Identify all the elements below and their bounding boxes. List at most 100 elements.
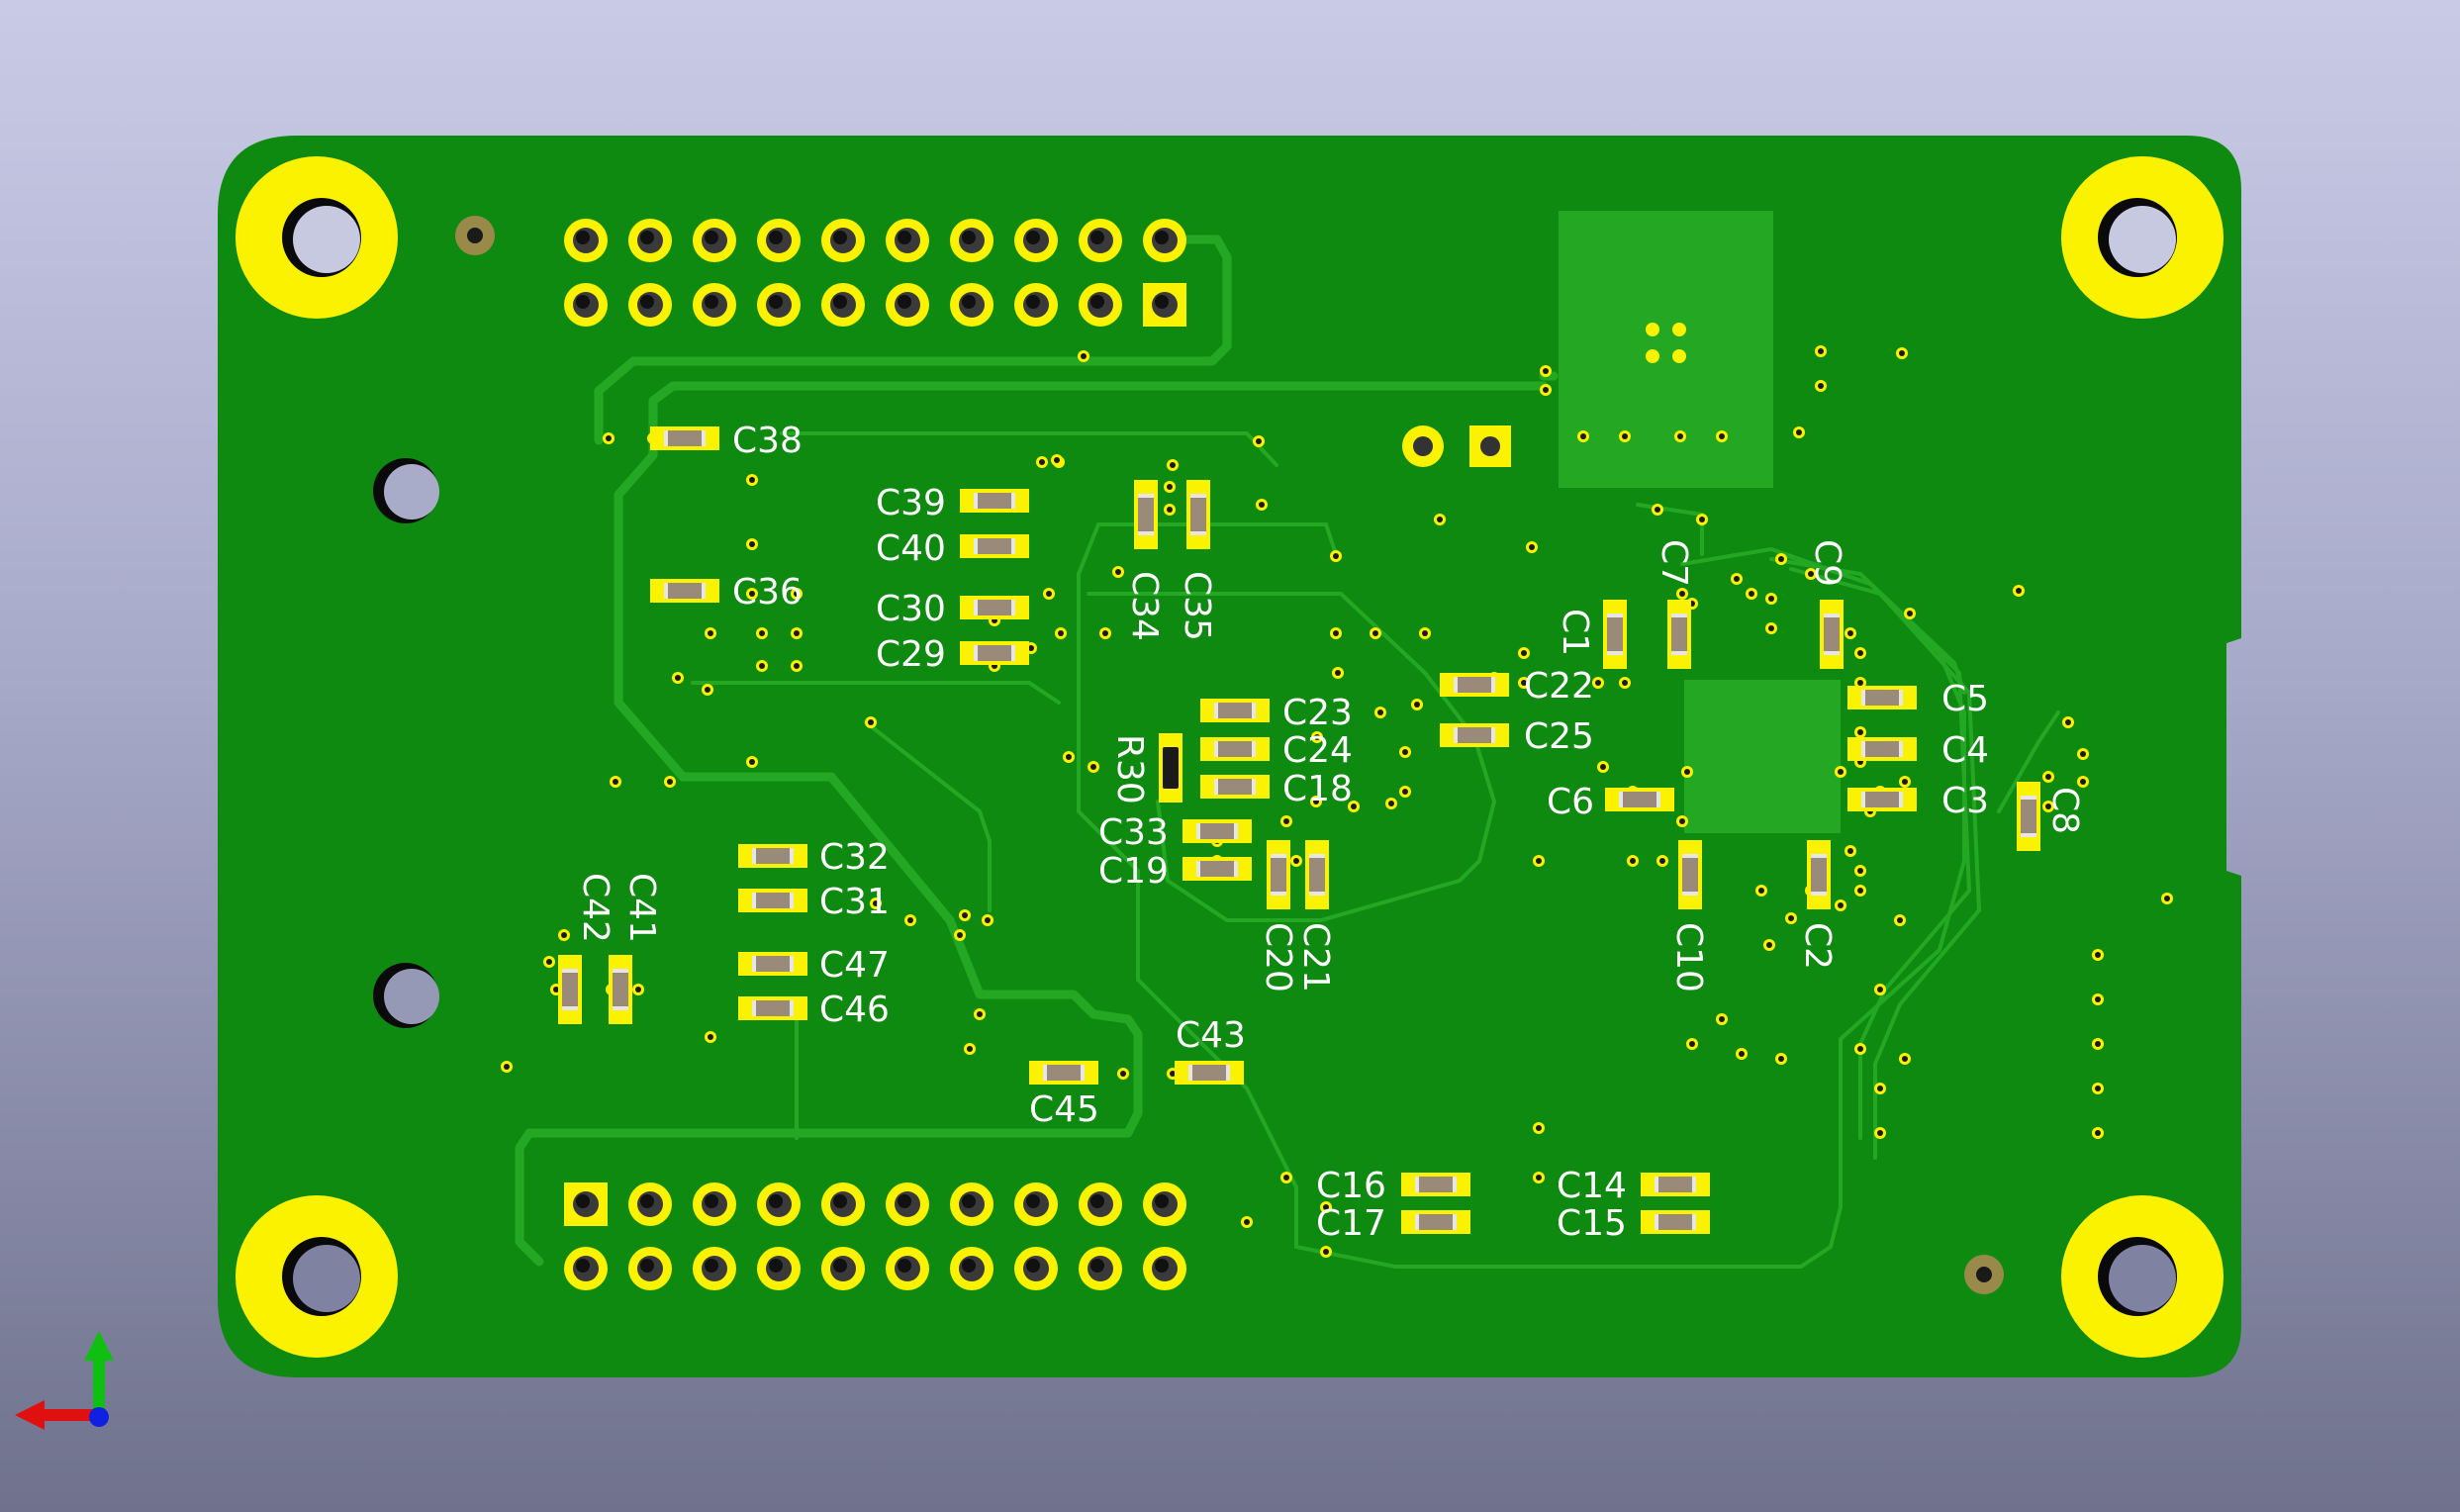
via xyxy=(1775,553,1787,565)
via xyxy=(1310,796,1322,807)
label-c16: C16 xyxy=(1316,1166,1386,1206)
via xyxy=(1785,912,1797,924)
via xyxy=(603,432,615,444)
header-pin xyxy=(757,283,801,327)
via xyxy=(746,538,758,550)
via xyxy=(1419,627,1431,639)
header-pin xyxy=(821,219,865,262)
header-pin xyxy=(628,219,672,262)
label-c1: C1 xyxy=(1555,609,1595,656)
label-c17: C17 xyxy=(1316,1203,1386,1244)
via xyxy=(1627,855,1639,867)
smd-c17 xyxy=(1401,1210,1470,1234)
label-c40: C40 xyxy=(876,528,946,569)
header-pin xyxy=(950,219,993,262)
via xyxy=(1043,588,1055,600)
via xyxy=(982,914,993,926)
via xyxy=(2077,748,2089,760)
via xyxy=(1290,855,1302,867)
silkscreen-labels: C38 C36 C39 C40 C30 C29 C34 C35 C23 C24 … xyxy=(575,421,2085,1244)
via xyxy=(1256,499,1268,511)
via xyxy=(964,1043,976,1055)
header-pin xyxy=(564,1247,608,1290)
via xyxy=(2013,585,2025,597)
via xyxy=(1656,855,1668,867)
smd-c19 xyxy=(1183,857,1252,881)
label-c25: C25 xyxy=(1524,716,1594,757)
header-pin xyxy=(886,219,929,262)
via xyxy=(1370,627,1381,639)
smd-c15 xyxy=(1641,1210,1710,1234)
header-pin xyxy=(1014,219,1058,262)
smd-c46 xyxy=(738,996,807,1020)
via xyxy=(1716,1013,1728,1025)
via xyxy=(1280,815,1292,827)
rf-module-pour xyxy=(1559,211,1773,488)
via xyxy=(1896,347,1908,359)
smd-components xyxy=(558,426,2040,1234)
via xyxy=(1899,776,1911,788)
header-pin xyxy=(1143,219,1186,262)
smd-c5 xyxy=(1847,686,1917,709)
label-c22: C22 xyxy=(1524,666,1594,707)
via xyxy=(1533,855,1545,867)
via xyxy=(2092,993,2104,1005)
via xyxy=(1874,1083,1886,1094)
via xyxy=(1716,430,1728,442)
via xyxy=(959,909,971,921)
smd-c31 xyxy=(738,889,807,912)
header-pin xyxy=(886,1182,929,1226)
smd-c2 xyxy=(1807,840,1831,909)
via xyxy=(1854,726,1866,738)
via xyxy=(1845,845,1856,857)
via xyxy=(1112,566,1124,578)
via xyxy=(1652,504,1663,516)
label-c6: C6 xyxy=(1547,782,1594,822)
via xyxy=(1805,568,1817,580)
smd-c23 xyxy=(1200,699,1270,722)
module-vias xyxy=(1646,323,1686,363)
smd-c4 xyxy=(1847,737,1917,761)
header-pin xyxy=(1014,283,1058,327)
smd-c10 xyxy=(1678,840,1702,909)
via xyxy=(2161,893,2173,904)
via xyxy=(1845,627,1856,639)
header-pin xyxy=(1143,283,1186,327)
via xyxy=(1434,514,1446,525)
via xyxy=(904,914,916,926)
smd-c30 xyxy=(960,596,1029,619)
via xyxy=(664,776,676,788)
via xyxy=(1746,588,1757,600)
label-c30: C30 xyxy=(876,589,946,629)
header-pin xyxy=(757,1182,801,1226)
smd-c8 xyxy=(2017,782,2040,851)
via xyxy=(1854,885,1866,897)
label-c10: C10 xyxy=(1668,922,1709,992)
via xyxy=(1619,430,1631,442)
header-pin xyxy=(564,283,608,327)
via xyxy=(1385,798,1397,809)
via xyxy=(870,898,882,909)
header-pin xyxy=(628,1182,672,1226)
via xyxy=(1063,751,1075,763)
via xyxy=(2092,1083,2104,1094)
smd-c43 xyxy=(1175,1061,1244,1085)
header-pin xyxy=(1079,219,1122,262)
smd-r30 xyxy=(1159,733,1183,803)
via xyxy=(1055,627,1067,639)
via xyxy=(1540,384,1552,396)
smd-c45 xyxy=(1029,1061,1098,1085)
via xyxy=(954,929,966,941)
label-c43: C43 xyxy=(1176,1015,1246,1056)
via xyxy=(1311,731,1323,743)
header-pin xyxy=(886,283,929,327)
fiducials xyxy=(455,216,2004,1294)
label-c38: C38 xyxy=(732,421,803,461)
via xyxy=(2042,771,2054,783)
smd-c7 xyxy=(1667,600,1691,669)
via xyxy=(1793,426,1805,438)
via xyxy=(1904,608,1916,619)
via xyxy=(1399,746,1411,758)
label-c14: C14 xyxy=(1557,1166,1627,1206)
